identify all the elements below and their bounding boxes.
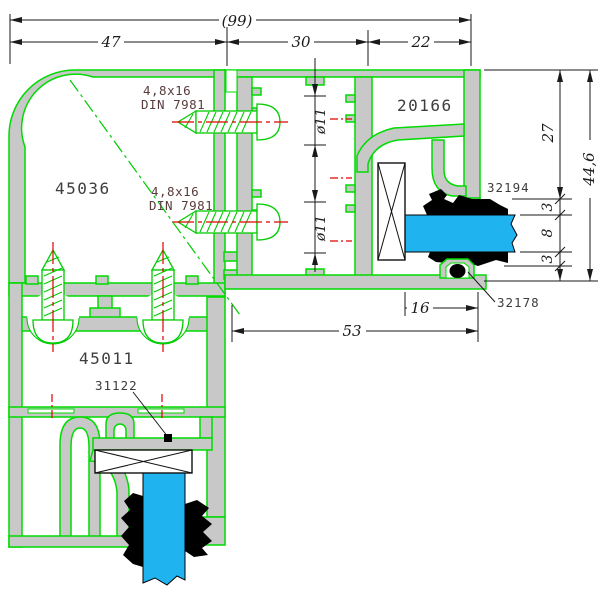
- dim-hole-upper: ø11: [313, 108, 329, 135]
- gasket-clip-profile: [439, 258, 475, 279]
- glazing-rebate-arm: [224, 274, 487, 290]
- dim-right-27: 27: [539, 123, 557, 144]
- dim-span-53: 53: [342, 322, 361, 340]
- leader-31122-marker: [164, 434, 172, 442]
- profile-20166-glazing-bead: [356, 69, 481, 215]
- dim-seg-30: 30: [291, 33, 311, 51]
- screw-din-upper: DIN 7981: [141, 97, 205, 112]
- setting-block-horizontal: [94, 449, 193, 474]
- dim-seg-47: 47: [100, 33, 121, 51]
- dim-gasket-3b: 3: [540, 254, 556, 263]
- dimension-lines: [9, 12, 598, 342]
- screw-size-lower: 4,8x16: [151, 184, 199, 199]
- miter-centerline: [69, 79, 241, 316]
- dim-hole-lower: ø11: [313, 215, 329, 242]
- leader-32178: [467, 271, 496, 303]
- screw-size-upper: 4,8x16: [143, 83, 191, 98]
- dim-overall-width: (99): [222, 12, 253, 30]
- label-profile-45036: 45036: [55, 179, 111, 198]
- label-gasket-32178: 32178: [497, 295, 540, 310]
- label-part-31122: 31122: [95, 378, 138, 393]
- label-gasket-32194: 32194: [487, 180, 530, 195]
- dim-rebate-16: 16: [410, 299, 430, 317]
- setting-block-vertical: [377, 162, 406, 261]
- centerlines: [51, 118, 352, 420]
- gasket-vertical-left: [121, 493, 143, 567]
- dim-seg-22: 22: [410, 33, 430, 51]
- gasket-vertical-right: [185, 500, 212, 557]
- dim-glass-8: 8: [540, 228, 556, 237]
- screw-spec-upper: 4,8x16 DIN 7981: [141, 83, 205, 112]
- label-profile-45011: 45011: [79, 349, 135, 368]
- chamber-wall-right: [305, 76, 373, 278]
- dim-gasket-3a: 3: [540, 202, 556, 211]
- screw-din-lower: DIN 7981: [149, 198, 213, 213]
- mullion-screw-channel-wall: [225, 69, 262, 278]
- glass-pane-vertical: [142, 472, 186, 586]
- label-profile-20166: 20166: [397, 96, 453, 115]
- screw-spec-lower: 4,8x16 DIN 7981: [149, 184, 213, 213]
- profile-45011-bottom-frame: [8, 282, 226, 548]
- leader-31122: [132, 391, 169, 438]
- gasket-32194-outer: [423, 189, 508, 215]
- glass-pane-horizontal: [404, 214, 518, 253]
- dim-right-total: 44,6: [580, 152, 598, 187]
